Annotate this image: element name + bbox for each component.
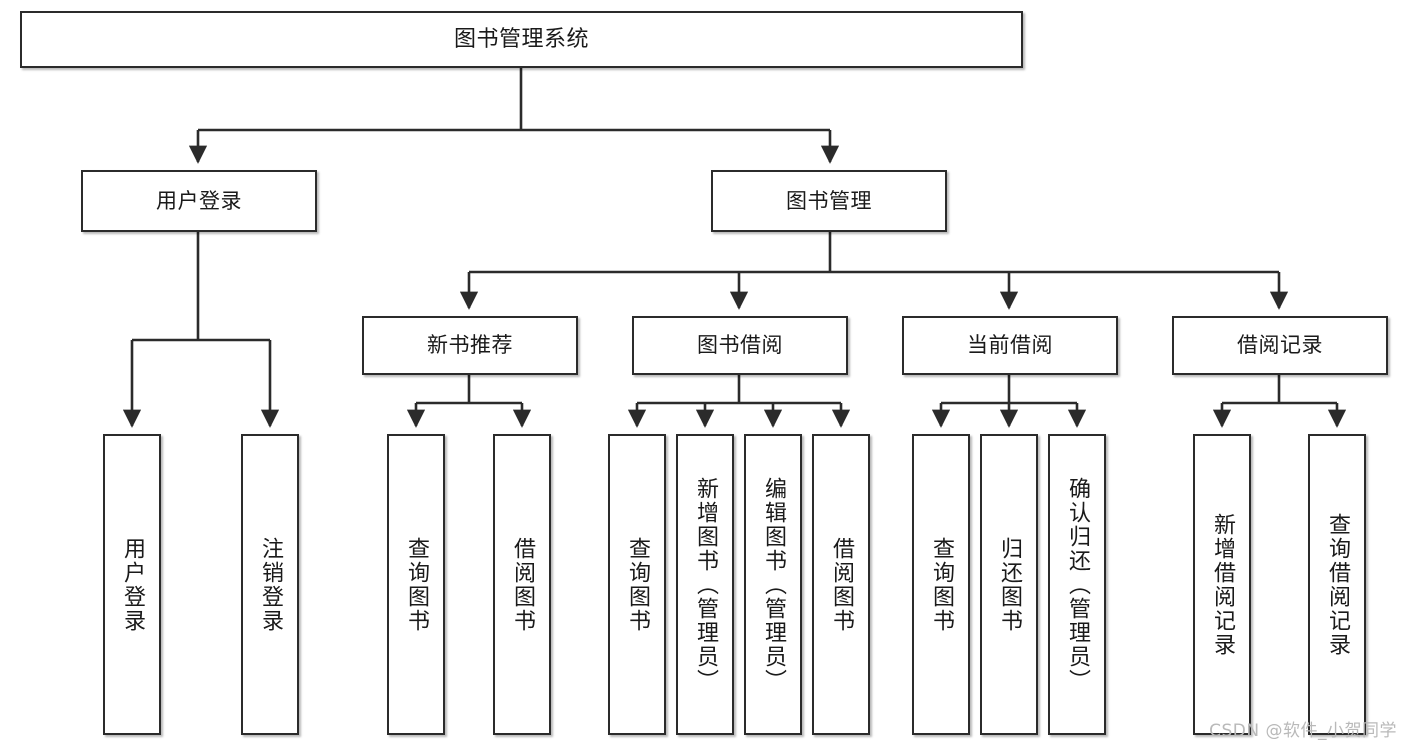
node-label: 借阅图书 — [828, 536, 854, 633]
node-label: 查询借阅记录 — [1324, 512, 1350, 657]
node-label: 用户登录 — [119, 536, 145, 633]
node-label: 新增借阅记录 — [1209, 512, 1235, 657]
node-root-system[interactable]: 图书管理系统 — [20, 11, 1023, 68]
node-label: 归还图书 — [996, 536, 1022, 633]
node-book-borrow[interactable]: 图书借阅 — [632, 316, 848, 375]
node-label: 当前借阅 — [967, 333, 1053, 357]
node-label: 借阅图书 — [509, 536, 535, 633]
leaf-borrow-query-book[interactable]: 查询图书 — [608, 434, 666, 735]
leaf-recommend-query-book[interactable]: 查询图书 — [387, 434, 445, 735]
leaf-user-login-login[interactable]: 用户登录 — [103, 434, 161, 735]
node-label: 借阅记录 — [1237, 333, 1323, 357]
node-label: 确认归还（管理员） — [1064, 476, 1090, 693]
node-label: 编辑图书（管理员） — [760, 476, 786, 693]
node-label: 新增图书（管理员） — [692, 476, 718, 693]
leaf-borrow-borrow-book[interactable]: 借阅图书 — [812, 434, 870, 735]
leaf-user-login-logout[interactable]: 注销登录 — [241, 434, 299, 735]
node-label: 新书推荐 — [427, 333, 513, 357]
leaf-record-query-record[interactable]: 查询借阅记录 — [1308, 434, 1366, 735]
node-book-management[interactable]: 图书管理 — [711, 170, 947, 232]
leaf-borrow-edit-book[interactable]: 编辑图书（管理员） — [744, 434, 802, 735]
node-user-login[interactable]: 用户登录 — [81, 170, 317, 232]
node-label: 查询图书 — [624, 536, 650, 633]
node-label: 图书管理 — [786, 188, 872, 213]
node-label: 图书借阅 — [697, 333, 783, 357]
node-label: 查询图书 — [928, 536, 954, 633]
leaf-record-add-record[interactable]: 新增借阅记录 — [1193, 434, 1251, 735]
node-new-book-recommend[interactable]: 新书推荐 — [362, 316, 578, 375]
leaf-current-return-book[interactable]: 归还图书 — [980, 434, 1038, 735]
node-label: 查询图书 — [403, 536, 429, 633]
leaf-current-query-book[interactable]: 查询图书 — [912, 434, 970, 735]
leaf-current-confirm-return[interactable]: 确认归还（管理员） — [1048, 434, 1106, 735]
leaf-borrow-add-book[interactable]: 新增图书（管理员） — [676, 434, 734, 735]
leaf-recommend-borrow-book[interactable]: 借阅图书 — [493, 434, 551, 735]
node-label: 注销登录 — [257, 536, 283, 633]
node-label: 用户登录 — [156, 188, 242, 213]
node-borrow-record[interactable]: 借阅记录 — [1172, 316, 1388, 375]
node-label: 图书管理系统 — [453, 26, 589, 52]
watermark-text: CSDN @软件_小贺同学 — [1209, 721, 1397, 741]
node-current-borrow[interactable]: 当前借阅 — [902, 316, 1118, 375]
